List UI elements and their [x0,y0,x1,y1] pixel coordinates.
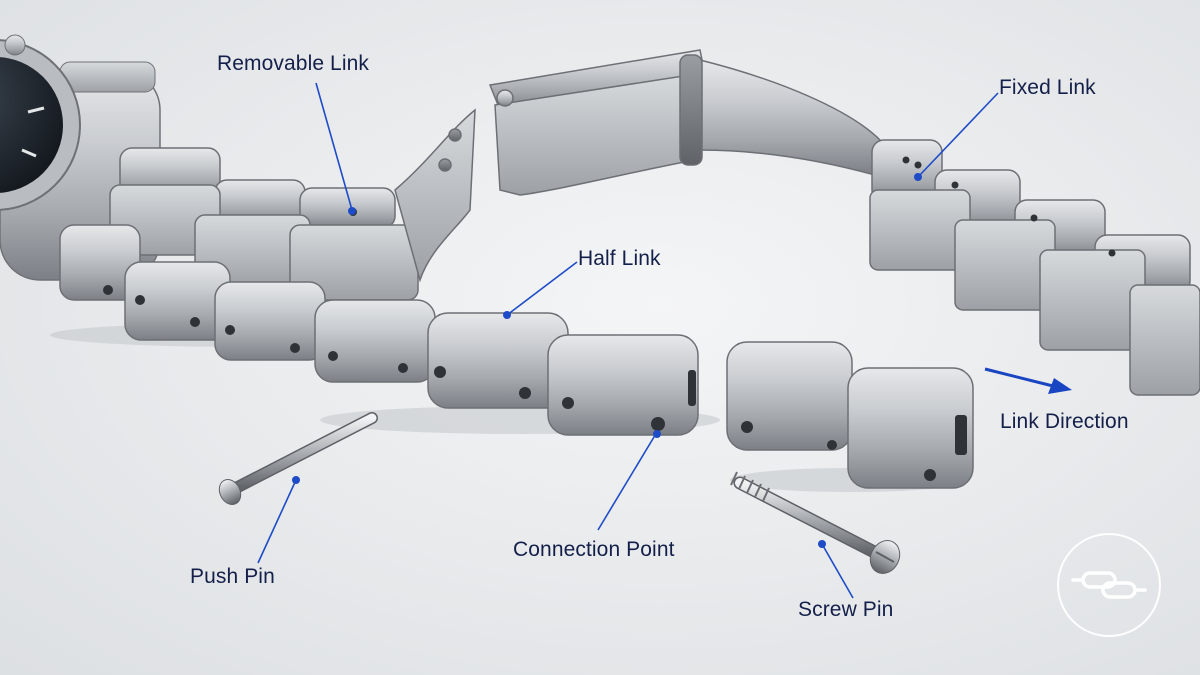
push-pin-label: Push Pin [190,565,275,588]
loose-link-holes [434,366,967,481]
removable-link-label: Removable Link [217,52,369,75]
screw-pin [730,471,901,574]
link-direction-arrow-icon [984,367,1072,394]
link-direction-label: Link Direction [1000,410,1129,433]
left-bracelet-lower-row [59,224,436,383]
right-bracelet-holes [902,156,1116,257]
chain-link-icon [1071,571,1147,599]
screw-pin-label: Screw Pin [798,598,894,621]
loose-links [427,312,974,489]
connection-point-label: Connection Point [513,538,675,561]
push-pin [218,412,378,505]
leader-dots [292,173,922,548]
fixed-link-label: Fixed Link [999,76,1096,99]
clasp [394,49,881,283]
half-link-label: Half Link [578,247,661,270]
right-bracelet [869,139,1200,396]
leader-lines [257,82,999,599]
brand-logo [1057,533,1161,637]
left-lower-row-holes [103,285,408,373]
